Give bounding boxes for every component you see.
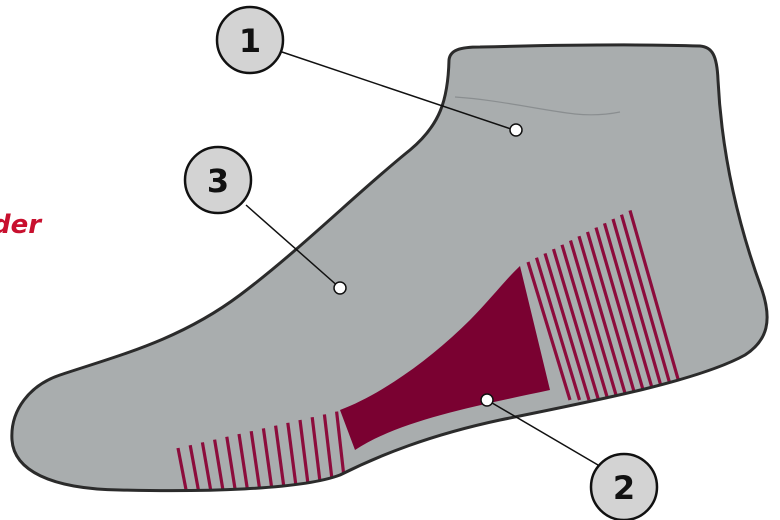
callout-3: 3	[185, 147, 251, 213]
callout-2: 2	[591, 454, 657, 520]
anchor-dot-1	[510, 124, 522, 136]
callout-1-number: 1	[239, 22, 261, 60]
anchor-dot-3	[334, 282, 346, 294]
callout-3-number: 3	[207, 162, 229, 200]
anchor-dot-2	[481, 394, 493, 406]
callout-2-number: 2	[613, 469, 635, 507]
callout-1: 1	[217, 7, 283, 73]
